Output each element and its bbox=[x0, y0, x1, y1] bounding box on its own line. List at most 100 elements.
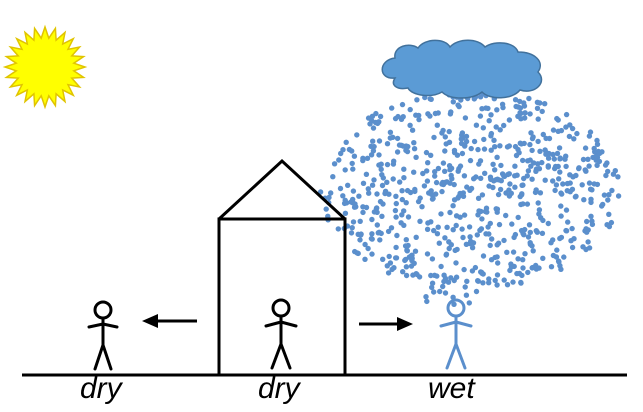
rain-drop bbox=[606, 211, 612, 217]
rain-drop bbox=[537, 190, 544, 196]
rain-drop bbox=[475, 278, 481, 284]
rain-drop bbox=[550, 178, 556, 184]
rain-drop bbox=[581, 197, 587, 203]
rain-drop bbox=[552, 187, 558, 194]
rain-drop bbox=[450, 203, 456, 209]
rain-drop bbox=[514, 270, 520, 277]
rain-drop bbox=[612, 168, 618, 174]
rain-drop bbox=[587, 186, 594, 192]
rain-drop bbox=[495, 191, 502, 198]
rain-drop bbox=[526, 222, 533, 228]
rain-drop bbox=[411, 260, 417, 266]
rain-drop bbox=[506, 143, 512, 149]
rain-drop bbox=[362, 241, 368, 248]
rain-drop bbox=[399, 196, 405, 203]
rain-drop bbox=[497, 143, 503, 149]
rain-drop bbox=[425, 160, 431, 166]
rain-drop bbox=[530, 248, 536, 254]
rain-drop bbox=[411, 140, 417, 146]
rain-drop bbox=[592, 149, 598, 155]
rain-drop bbox=[433, 191, 439, 197]
rain-drop bbox=[452, 247, 458, 254]
rain-drop bbox=[468, 238, 474, 245]
rain-drop bbox=[588, 199, 594, 206]
rain-drop bbox=[380, 201, 386, 207]
rain-drop bbox=[364, 155, 371, 161]
rain-drop bbox=[501, 277, 507, 283]
rain-drop bbox=[431, 289, 437, 295]
rain-drop bbox=[405, 143, 411, 150]
rain-drop bbox=[485, 224, 491, 230]
rain-drop bbox=[492, 277, 498, 284]
rain-drop bbox=[468, 145, 474, 152]
rain-drop bbox=[475, 195, 482, 201]
rain-drop bbox=[399, 101, 406, 108]
rain-drop bbox=[515, 256, 521, 262]
rain-drop bbox=[402, 243, 409, 249]
rain-drop bbox=[584, 229, 590, 235]
rain-drop bbox=[455, 102, 461, 108]
rain-drop bbox=[378, 230, 384, 237]
rain-drop bbox=[498, 162, 504, 169]
rain-drop bbox=[345, 182, 351, 188]
rain-drop bbox=[512, 163, 518, 169]
rain-drop bbox=[435, 224, 441, 230]
rain-drop bbox=[567, 189, 573, 195]
rain-drop bbox=[392, 207, 399, 214]
rain-drop bbox=[401, 166, 407, 172]
rain-drop bbox=[482, 170, 488, 176]
rain-drop bbox=[453, 213, 460, 219]
rain-drop bbox=[404, 247, 410, 253]
rain-drop bbox=[542, 177, 548, 183]
rain-drop bbox=[424, 178, 431, 184]
rain-drop bbox=[551, 156, 557, 162]
rain-drop bbox=[398, 220, 404, 226]
rain-drop bbox=[463, 133, 470, 140]
rain-drop bbox=[413, 271, 419, 277]
rain-drop bbox=[360, 157, 366, 164]
rain-drop bbox=[436, 240, 442, 246]
rain-drop bbox=[461, 173, 468, 179]
rain-drop bbox=[517, 98, 523, 105]
rain-drop bbox=[346, 146, 353, 153]
rain-drop bbox=[506, 187, 512, 193]
rain-drop bbox=[556, 176, 562, 182]
rain-drop bbox=[596, 158, 603, 165]
rain-drop bbox=[362, 256, 368, 262]
arrow-left-icon bbox=[142, 314, 197, 328]
rain-drop bbox=[369, 216, 375, 223]
rain-drop bbox=[417, 218, 423, 224]
rain-drop bbox=[579, 182, 585, 188]
rain-drop bbox=[350, 166, 356, 172]
rain-drop bbox=[369, 182, 376, 188]
rain-drop bbox=[363, 171, 370, 177]
rain-drop bbox=[343, 139, 349, 145]
rain-drop bbox=[526, 95, 532, 102]
rain-drop bbox=[393, 244, 399, 251]
rain-drop bbox=[429, 256, 436, 262]
rain-drop bbox=[494, 272, 501, 278]
rain-drop bbox=[493, 177, 499, 183]
rain-drop bbox=[386, 253, 392, 260]
rain-drop bbox=[476, 208, 482, 214]
rain-drop bbox=[442, 148, 448, 154]
rain-drop bbox=[477, 113, 484, 119]
rain-drop bbox=[400, 269, 406, 275]
rain-drop bbox=[451, 301, 457, 307]
rain-drop bbox=[510, 249, 517, 255]
rain-drop bbox=[446, 163, 453, 169]
rain-drop bbox=[537, 148, 543, 154]
rain-drop bbox=[491, 137, 497, 143]
rain-drop bbox=[477, 227, 483, 233]
rain-drop bbox=[539, 108, 545, 115]
rain-drop bbox=[342, 167, 348, 173]
stick-figure-center bbox=[264, 298, 298, 370]
house-roof bbox=[217, 158, 347, 221]
rain-drop bbox=[424, 251, 431, 257]
rain-drop bbox=[434, 273, 440, 279]
rain-drop bbox=[490, 161, 496, 167]
rain-drop bbox=[434, 122, 440, 128]
rain-drop bbox=[559, 191, 565, 197]
rain-drop bbox=[434, 231, 441, 237]
